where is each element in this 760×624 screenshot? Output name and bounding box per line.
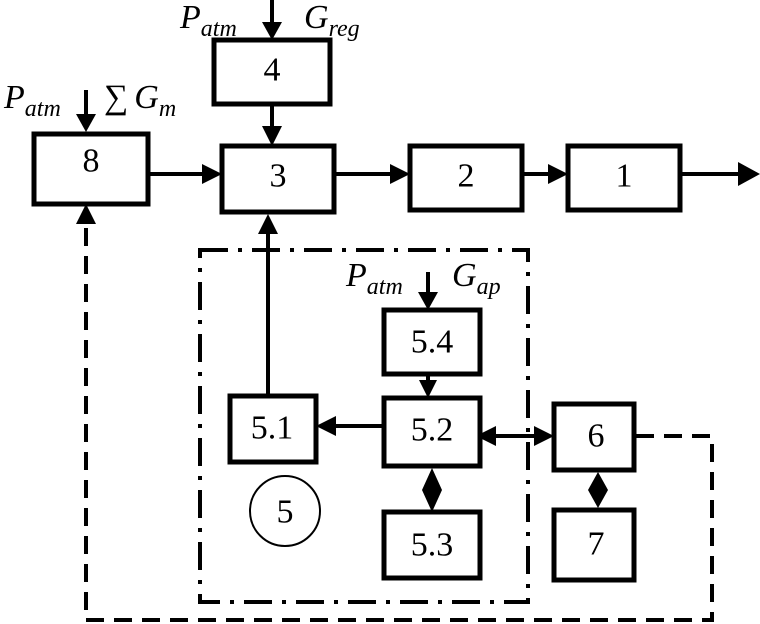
block-5-3-label: 5.3 bbox=[411, 527, 454, 564]
subsystem-5-label: 5 bbox=[277, 494, 294, 531]
block-5-2-label: 5.2 bbox=[411, 412, 454, 449]
input-label-5-4-flow: Gap bbox=[452, 257, 501, 300]
block-1-label: 1 bbox=[616, 158, 633, 195]
block-5-4-label: 5.4 bbox=[411, 324, 454, 361]
arrowhead-4-to-3 bbox=[262, 126, 282, 146]
link-6-to-7 bbox=[588, 472, 608, 508]
arrowhead-5-2-to-5-1 bbox=[316, 416, 336, 436]
block-5-4 bbox=[381, 307, 483, 377]
arrowhead-5-4-to-5-2 bbox=[419, 380, 437, 398]
block-4-label: 4 bbox=[264, 52, 281, 89]
subsystem-5-boundary bbox=[198, 248, 530, 604]
arrowhead-left-5-2 bbox=[476, 426, 496, 446]
block-6 bbox=[551, 401, 637, 473]
block-3-label: 3 bbox=[270, 158, 287, 195]
block-5-2 bbox=[381, 395, 483, 469]
arrowhead-5-1-to-3 bbox=[258, 214, 278, 234]
input-label-4-pressure: Patm bbox=[179, 0, 237, 42]
feedback-arrowhead bbox=[76, 204, 96, 224]
input-label-4-flow: Greg bbox=[304, 0, 360, 42]
block-5-1-label: 5.1 bbox=[251, 410, 294, 447]
input-arrowhead-8 bbox=[76, 114, 96, 132]
input-label-8-pressure: Patm bbox=[3, 79, 61, 122]
block-7 bbox=[551, 507, 637, 583]
block-4 bbox=[211, 37, 333, 107]
block-8 bbox=[31, 131, 151, 207]
block-5-3 bbox=[381, 509, 483, 581]
block-7-label: 7 bbox=[588, 526, 605, 563]
input-label-5-4-pressure: Patm bbox=[345, 257, 403, 300]
arrowhead-8-to-3 bbox=[202, 164, 222, 184]
block-3 bbox=[219, 143, 337, 215]
input-arrowhead-4 bbox=[262, 22, 282, 40]
feedback-dashed-line bbox=[84, 222, 714, 622]
arrowhead-3-to-2 bbox=[390, 164, 410, 184]
block-5-1 bbox=[227, 393, 319, 465]
block-6-label: 6 bbox=[588, 418, 605, 455]
arrowhead-2-to-1 bbox=[548, 164, 568, 184]
link-5-2-to-5-3 bbox=[422, 468, 442, 512]
block-8-label: 8 bbox=[83, 143, 100, 180]
arrowhead-right-6 bbox=[534, 426, 554, 446]
block-1 bbox=[565, 143, 683, 213]
input-label-8-flow: ∑Gm bbox=[104, 79, 176, 122]
block-2-label: 2 bbox=[458, 158, 475, 195]
output-arrowhead bbox=[738, 162, 760, 186]
input-arrowhead-5-4 bbox=[418, 292, 438, 310]
subsystem-5-marker bbox=[249, 475, 321, 547]
block-2 bbox=[407, 143, 525, 213]
